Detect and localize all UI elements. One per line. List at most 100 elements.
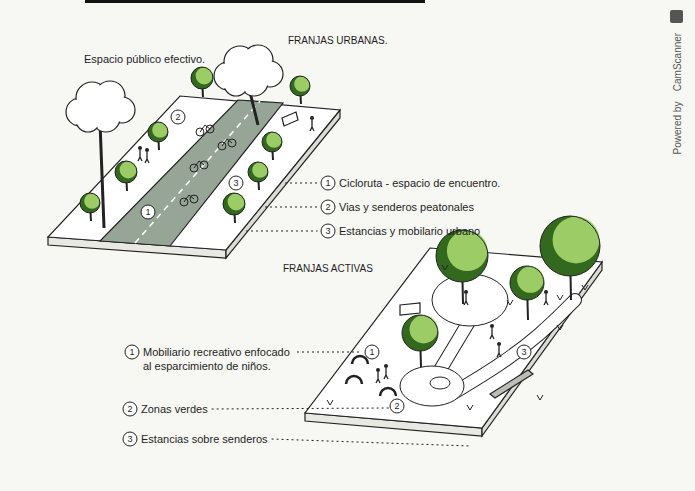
person: [546, 301, 548, 305]
tree-shade: [262, 132, 282, 152]
tree-outline: [510, 266, 544, 300]
callout-number: 2: [171, 110, 186, 125]
callout-number: 1: [125, 345, 140, 360]
tree-canopy: [120, 161, 137, 178]
grass: [557, 295, 563, 300]
callout-number: 1: [141, 205, 156, 220]
tree-canopy-fill: [225, 73, 247, 95]
road-centre-line: [135, 101, 260, 243]
tree-trunk: [250, 92, 258, 125]
play-arch: [380, 388, 396, 396]
person: [378, 379, 380, 383]
person: [138, 150, 140, 161]
grass: [582, 285, 588, 290]
person: [138, 146, 142, 150]
tree-shade: [436, 230, 488, 282]
person: [544, 294, 546, 305]
tree-shade: [148, 122, 168, 142]
person: [544, 290, 548, 294]
tree-shade: [402, 315, 438, 351]
play-arch: [346, 376, 362, 384]
tree-outline: [248, 162, 268, 182]
tree-outline: [436, 230, 488, 282]
person: [497, 346, 499, 357]
person: [499, 353, 501, 357]
callout-number: 3: [123, 432, 138, 447]
callout-number: 1: [365, 345, 380, 360]
scanner-icon: [670, 10, 683, 23]
person: [140, 157, 142, 161]
callout-number: 3: [321, 224, 336, 239]
tree-canopy-fill: [77, 109, 99, 131]
person: [492, 335, 494, 339]
bench: [282, 112, 298, 126]
sand-pit: [430, 377, 450, 389]
grass: [442, 265, 448, 270]
trail-edge: [440, 320, 470, 370]
tree-outline: [148, 122, 168, 142]
label-text: Estancias sobre senderos: [141, 432, 268, 446]
tree-canopy: [228, 193, 245, 210]
tree-canopy: [152, 122, 168, 138]
plaza: [400, 366, 464, 406]
tree-outline: [262, 132, 282, 152]
callout-number: 2: [321, 200, 336, 215]
plaza: [432, 274, 508, 326]
person: [147, 159, 149, 163]
callout-number: 2: [390, 399, 405, 414]
tree-canopy: [266, 132, 282, 148]
label-text: FRANJAS ACTIVAS: [283, 262, 373, 276]
callout-number: 3: [517, 345, 532, 360]
person: [376, 368, 380, 372]
person: [490, 324, 494, 328]
tree-shade: [191, 67, 213, 89]
tree-canopy: [84, 193, 100, 209]
person: [384, 364, 388, 368]
tree-trunk: [100, 122, 104, 228]
bench: [400, 303, 420, 315]
label-text: Estancias y mobilario urbano: [339, 224, 480, 238]
person: [310, 120, 312, 131]
street-slab-top: [48, 96, 340, 250]
grass: [467, 405, 473, 410]
tree-outline: [80, 193, 100, 213]
tree-shade: [540, 216, 600, 276]
watermark: CamScanner: [672, 33, 683, 91]
leader-line: [212, 408, 389, 409]
grass: [507, 300, 513, 305]
person: [312, 127, 314, 131]
label-text: Cicloruta - espacio de encuentro.: [339, 176, 500, 190]
leader-line: [297, 352, 360, 353]
tree-outline: [191, 67, 213, 89]
person: [464, 290, 468, 294]
person: [497, 342, 501, 346]
tree-canopy: [517, 266, 544, 293]
person: [376, 372, 378, 383]
label-text: FRANJAS URBANAS.: [288, 34, 387, 48]
tree-outline: [402, 315, 438, 351]
callout-number: 2: [123, 402, 138, 417]
person: [310, 116, 314, 120]
grass: [537, 395, 543, 400]
tree-canopy: [196, 67, 213, 84]
label-text: Vias y senderos peatonales: [339, 200, 474, 214]
tree-outline: [540, 216, 600, 276]
person: [386, 375, 388, 379]
tree-outline: [223, 193, 245, 215]
bicycle: [194, 161, 204, 168]
trail: [440, 320, 470, 370]
bicycle: [200, 125, 210, 132]
leader-line: [272, 439, 470, 446]
person: [145, 148, 149, 152]
person: [466, 301, 468, 305]
callout-number: 1: [321, 176, 336, 191]
tree-shade: [290, 76, 310, 96]
tree-canopy: [252, 162, 268, 178]
tree-canopy: [294, 76, 310, 92]
leader-line: [246, 231, 318, 232]
bicycle: [222, 139, 232, 146]
tree-shade: [80, 193, 100, 213]
